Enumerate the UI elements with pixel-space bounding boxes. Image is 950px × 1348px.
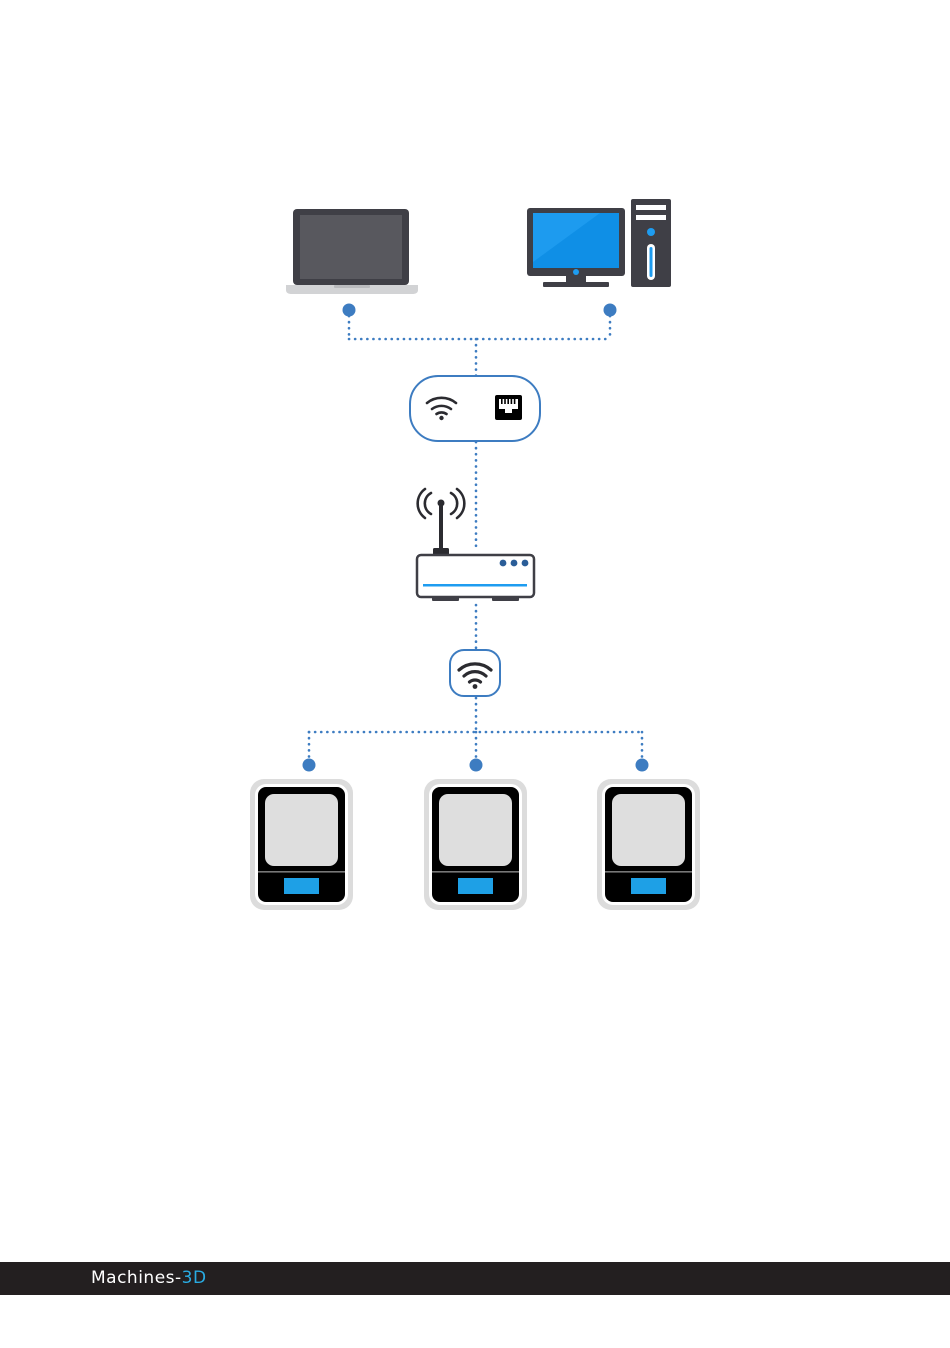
connector-dot-desktop — [604, 304, 617, 317]
ethernet-port-icon — [495, 395, 522, 420]
footer-bar: Machines-3D — [0, 1262, 950, 1295]
brand-logo: Machines-3D — [91, 1266, 207, 1290]
laptop-icon — [286, 209, 418, 294]
brand-accent: 3D — [182, 1268, 207, 1288]
wireless-link-badge — [450, 650, 500, 696]
3d-printer-icon — [250, 779, 353, 910]
3d-printer-icon — [424, 779, 527, 910]
connector-dot-printer-1 — [303, 759, 316, 772]
3d-printer-icon — [597, 779, 700, 910]
connection-options — [410, 376, 540, 441]
connector-dot-laptop — [343, 304, 356, 317]
brand-name: Machines- — [91, 1268, 182, 1288]
connector-dot-printer-3 — [636, 759, 649, 772]
network-diagram — [0, 0, 950, 1262]
connector-dots — [303, 304, 649, 772]
desktop-computer-icon — [527, 199, 671, 287]
connector-dot-printer-2 — [470, 759, 483, 772]
